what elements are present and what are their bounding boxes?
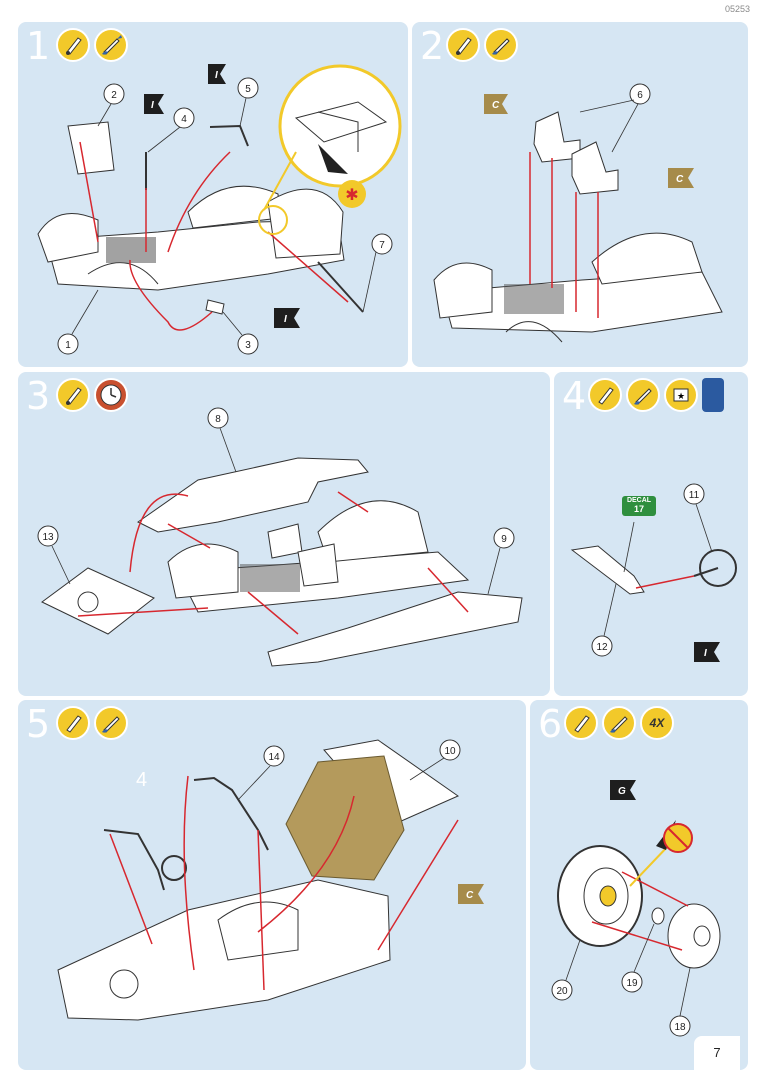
step-5-panel: 5 4 C 14 bbox=[18, 700, 526, 1070]
flag-I: I bbox=[284, 314, 287, 325]
paint-icon bbox=[626, 378, 660, 412]
part-number: 18 bbox=[674, 1022, 686, 1033]
part-number: 4 bbox=[181, 114, 187, 125]
flag-C: C bbox=[492, 100, 500, 111]
part-number: 12 bbox=[596, 642, 608, 653]
part-number: 6 bbox=[637, 90, 643, 101]
paint-icon bbox=[94, 28, 128, 62]
catalog-code: 05253 bbox=[724, 4, 750, 14]
part-number: 2 bbox=[111, 90, 117, 101]
part-number: 1 bbox=[65, 340, 71, 351]
step-number: 1 bbox=[26, 24, 51, 68]
part-number: 5 bbox=[245, 84, 251, 95]
glue-icon bbox=[564, 706, 598, 740]
part-number: 20 bbox=[556, 986, 568, 997]
faded-label: 4 bbox=[136, 769, 147, 791]
decal-badge: DECAL 17 bbox=[622, 496, 656, 516]
flag-I: I bbox=[704, 648, 707, 659]
step-6-drawing: G 18 19 20 bbox=[551, 780, 721, 1037]
decal-number: 17 bbox=[633, 504, 644, 514]
part-number: 14 bbox=[268, 752, 280, 763]
clock-icon bbox=[94, 378, 128, 412]
repeat-icon: 4X bbox=[640, 706, 674, 740]
step-3-drawing: 8 9 13 bbox=[37, 407, 523, 667]
step-5-drawing: 4 C 14 10 bbox=[57, 739, 484, 1021]
part-number: 9 bbox=[501, 534, 507, 545]
glue-icon bbox=[588, 378, 622, 412]
glue-icon bbox=[446, 28, 480, 62]
step-1-panel: 1 bbox=[18, 22, 408, 367]
step-3-panel: 3 bbox=[18, 372, 550, 696]
step-number: 3 bbox=[26, 374, 51, 418]
flag-C: C bbox=[676, 174, 684, 185]
part-number: 7 bbox=[379, 240, 385, 251]
decal-medium-icon bbox=[702, 378, 724, 412]
svg-text:★: ★ bbox=[677, 392, 685, 402]
step-2-panel: 2 C C 6 bbox=[412, 22, 748, 367]
step-number: 2 bbox=[420, 24, 445, 68]
part-number: 3 bbox=[245, 340, 251, 351]
step-number: 5 bbox=[26, 702, 51, 746]
paint-icon bbox=[484, 28, 518, 62]
step-number: 6 bbox=[538, 702, 563, 746]
flag-I: I bbox=[151, 100, 154, 111]
glue-icon bbox=[56, 378, 90, 412]
part-number: 8 bbox=[215, 414, 221, 425]
decal-label: DECAL bbox=[626, 497, 652, 504]
step-2-drawing: C C 6 bbox=[433, 83, 723, 343]
page-number: 7 bbox=[694, 1036, 740, 1070]
step-4-drawing: I 11 12 bbox=[570, 483, 737, 662]
step-1-drawing: ✱ I I I 1 2 3 4 5 7 bbox=[37, 64, 402, 355]
step-6-panel: 6 4X G bbox=[530, 700, 748, 1070]
part-number: 19 bbox=[626, 978, 638, 989]
flag-G: G bbox=[618, 786, 626, 797]
paint-icon bbox=[94, 706, 128, 740]
flag-C: C bbox=[466, 890, 474, 901]
step-number: 4 bbox=[562, 374, 587, 418]
part-number: 13 bbox=[42, 532, 54, 543]
glue-icon bbox=[56, 28, 90, 62]
glue-icon bbox=[56, 706, 90, 740]
decal-icon: ★ bbox=[664, 378, 698, 412]
paint-icon bbox=[602, 706, 636, 740]
flag-I: I bbox=[215, 70, 218, 81]
svg-text:✱: ✱ bbox=[345, 185, 358, 204]
part-number: 10 bbox=[444, 746, 456, 757]
repeat-count: 4X bbox=[649, 716, 665, 730]
part-number: 11 bbox=[689, 490, 700, 501]
step-4-panel: 4 ★ DECAL 17 I 11 12 bbox=[554, 372, 748, 696]
